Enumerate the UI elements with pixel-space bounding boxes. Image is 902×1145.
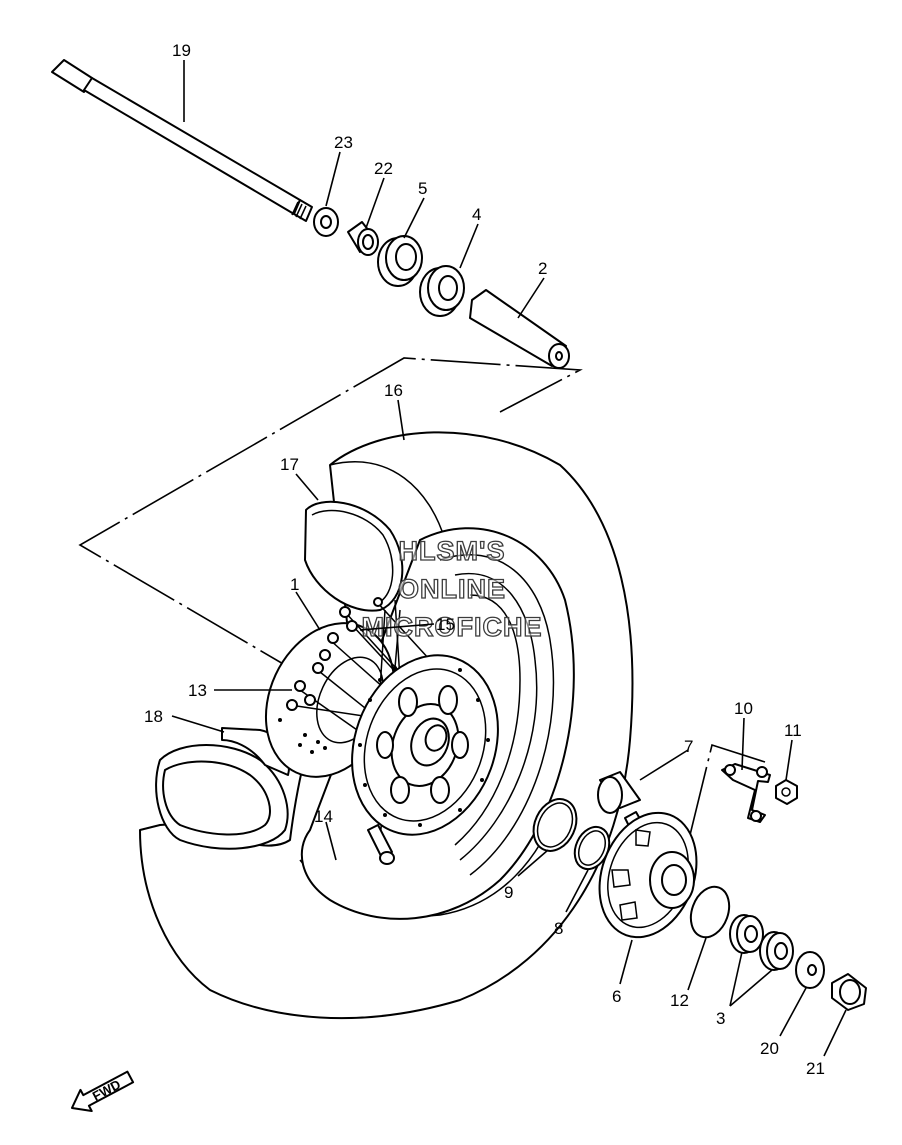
callout-20: 20 xyxy=(760,1039,779,1058)
callout-12: 12 xyxy=(670,991,689,1010)
bearing-4 xyxy=(419,265,465,317)
brake-disc xyxy=(351,654,499,836)
callout-1: 1 xyxy=(290,575,299,594)
callout-10: 10 xyxy=(734,699,753,718)
callout-21: 21 xyxy=(806,1059,825,1078)
axle-washer xyxy=(313,207,339,237)
callout-7: 7 xyxy=(684,737,693,756)
o-ring-9 xyxy=(532,798,578,852)
callout-2: 2 xyxy=(538,259,547,278)
callout-labels: 19 23 22 5 4 2 16 17 1 15 13 18 14 10 11… xyxy=(144,41,825,1078)
callout-22: 22 xyxy=(374,159,393,178)
bearing-5 xyxy=(377,235,423,287)
watermark-line-1: HLSM'S xyxy=(399,536,506,566)
fwd-arrow: FWD xyxy=(70,1070,135,1113)
bearings-3 xyxy=(729,914,794,971)
callout-23: 23 xyxy=(334,133,353,152)
callout-9: 9 xyxy=(504,883,513,902)
callout-5: 5 xyxy=(418,179,427,198)
leader-lines xyxy=(171,60,847,1057)
callout-11: 11 xyxy=(784,721,802,740)
assembly-bracket xyxy=(78,357,583,666)
callout-17: 17 xyxy=(280,455,299,474)
axle-nut xyxy=(831,973,867,1011)
callout-16: 16 xyxy=(384,381,403,400)
tube-upper xyxy=(304,500,404,612)
o-ring-8 xyxy=(573,825,611,871)
speed-sensor-bracket xyxy=(721,763,771,823)
wheel-spacer xyxy=(469,289,570,369)
o-ring-12 xyxy=(689,885,731,939)
callout-18: 18 xyxy=(144,707,163,726)
meter-clutch xyxy=(598,811,698,939)
callout-13: 13 xyxy=(188,681,207,700)
tire-valve xyxy=(367,824,395,865)
callout-3: 3 xyxy=(716,1009,725,1028)
callout-19: 19 xyxy=(172,41,191,60)
front-axle xyxy=(51,59,313,222)
axle-collar xyxy=(347,221,379,256)
watermark-line-2: ONLINE xyxy=(398,574,506,604)
callout-6: 6 xyxy=(612,987,621,1006)
washer-20 xyxy=(795,951,825,989)
tube-lower xyxy=(155,727,290,850)
fwd-label: FWD xyxy=(90,1077,123,1104)
hub-bracket xyxy=(689,743,766,836)
callout-15: 15 xyxy=(436,615,455,634)
callout-14: 14 xyxy=(314,807,333,826)
callout-8: 8 xyxy=(554,919,563,938)
nut-11 xyxy=(775,779,798,805)
callout-4: 4 xyxy=(472,205,481,224)
